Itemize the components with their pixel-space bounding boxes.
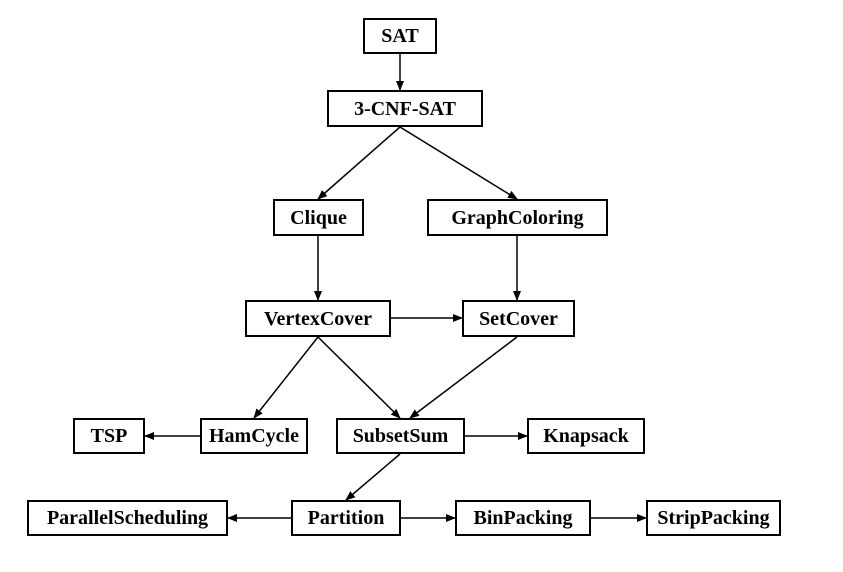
node-bin-packing: BinPacking [455,500,591,536]
node-partition: Partition [291,500,401,536]
edge-cnf-to-clique [317,126,401,200]
edge-cnf-to-graphcoloring [399,126,518,200]
node-knapsack: Knapsack [527,418,645,454]
edge-subsetsum-to-partition [345,453,401,501]
node-subset-sum: SubsetSum [336,418,465,454]
node-strip-packing: StripPacking [646,500,781,536]
edge-setcover-to-subsetsum [409,336,518,419]
node-parallel-scheduling: ParallelScheduling [27,500,228,536]
node-vertex-cover: VertexCover [245,300,391,337]
node-set-cover: SetCover [462,300,575,337]
edge-vertexcover-to-subsetsum [317,336,401,419]
node-tsp: TSP [73,418,145,454]
node-graph-coloring: GraphColoring [427,199,608,236]
edge-vertexcover-to-hamcycle [253,336,319,419]
node-3-cnf-sat: 3-CNF-SAT [327,90,483,127]
node-clique: Clique [273,199,364,236]
node-sat: SAT [363,18,437,54]
node-ham-cycle: HamCycle [200,418,308,454]
